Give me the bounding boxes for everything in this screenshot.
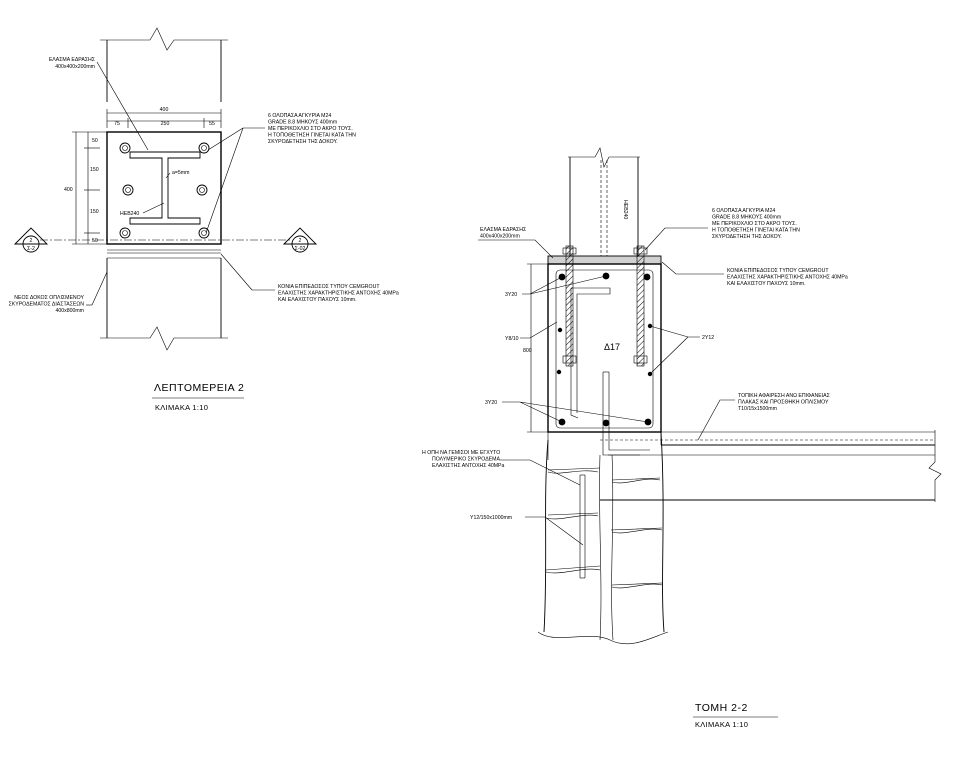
dim-top-left: 75 — [114, 121, 120, 127]
beam-note: ΝΕΟΣ ΔΟΚΟΣ ΟΠΛΙΣΜΕΝΟΥ ΣΚΥΡΟΔΕΜΑΤΟΣ ΔΙΑΣΤ… — [9, 271, 108, 314]
marker-right-num: 2 — [299, 238, 302, 244]
svg-text:ΚΑΙ ΕΛΑΧΙΣΤΟΥ ΠΑΧΟΥΣ 10mm.: ΚΑΙ ΕΛΑΧΙΣΤΟΥ ΠΑΧΟΥΣ 10mm. — [727, 281, 806, 287]
svg-text:2Y12: 2Y12 — [702, 335, 714, 341]
svg-text:400x400x200mm: 400x400x200mm — [480, 234, 520, 240]
section-2-2: HEB240 — [422, 147, 942, 729]
svg-text:6 ΟΛΟΠΑΣΑ ΑΓΚΥΡΙΑ M24: 6 ΟΛΟΠΑΣΑ ΑΓΚΥΡΙΑ M24 — [712, 208, 775, 214]
heb240-section — [129, 151, 201, 225]
svg-text:Η ΤΟΠΟΘΕΤΗΣΗ ΓΙΝΕΤΑΙ ΚΑΤΑ ΤΗΝ: Η ΤΟΠΟΘΕΤΗΣΗ ΓΙΝΕΤΑΙ ΚΑΤΑ ΤΗΝ — [712, 228, 800, 234]
section-title: ΤΟΜΗ 2-2 — [695, 702, 748, 714]
section-marker-left: 2 Σ-2 — [13, 227, 49, 253]
section-plate-note: ΕΛΑΣΜΑ ΕΔΡΑΣΗΣ 400x400x200mm — [478, 227, 554, 259]
top-dimensions: 400 75 250 55 — [106, 107, 222, 128]
marker-left-num: 2 — [30, 238, 33, 244]
dim-left-a: 50 — [92, 138, 98, 144]
side-bars-note: 2Y12 — [649, 325, 714, 375]
svg-text:ΣΚΥΡΟΔΕΤΗΣΗ ΤΗΣ ΔΟΚΟΥ.: ΣΚΥΡΟΔΕΤΗΣΗ ΤΗΣ ΔΟΚΟΥ. — [268, 139, 338, 145]
anchor-bolt — [119, 227, 131, 239]
marker-left-ref: Σ-2 — [27, 246, 35, 252]
heb240-label: HEB240 — [120, 211, 139, 217]
svg-text:GRADE 8.8 ΜΗΚΟΥΣ 400mm: GRADE 8.8 ΜΗΚΟΥΣ 400mm — [268, 120, 337, 126]
svg-text:6 ΟΛΟΠΑΣΑ ΑΓΚΥΡΙΑ M24: 6 ΟΛΟΠΑΣΑ ΑΓΚΥΡΙΑ M24 — [268, 113, 331, 119]
grout-note: ΚΟΝΙΑ ΕΠΙΠΕΔΟΣΟΣ ΤΥΠΟΥ CEMGROUT ΕΛΑΧΙΣΤΗ… — [220, 253, 399, 303]
column-outline — [100, 27, 228, 351]
anchor-bolt — [198, 142, 210, 154]
side-bar — [557, 327, 563, 333]
svg-text:ΕΛΑΧΙΣΤΗΣ ΧΑΡΑΚΤΗΡΙΣΤΙΚΗΣ ΑΝΤΟ: ΕΛΑΧΙΣΤΗΣ ΧΑΡΑΚΤΗΡΙΣΤΙΚΗΣ ΑΝΤΟΧΗΣ 40MPa — [727, 275, 848, 281]
detail-scale: ΚΛΙΜΑΚΑ 1:10 — [155, 403, 208, 412]
weld-label: a=5mm — [172, 170, 189, 176]
section-cut-line: 2 Σ-2 2 Σ-02 — [13, 227, 318, 253]
dim-top-total: 400 — [160, 107, 169, 113]
dim-top-mid: 250 — [161, 121, 170, 127]
height-dim: 800 — [523, 263, 548, 433]
bottom-bars-note: 3Y20 — [485, 400, 649, 423]
slab-note: ΤΟΠΙΚΗ ΑΦΑΙΡΕΣΗ ΑΝΩ ΕΠΙΦΑΝΕΙΑΣ ΠΛΑΚΑΣ ΚΑ… — [697, 393, 830, 441]
anchor-bolt — [196, 184, 208, 196]
dim-top-right: 55 — [209, 121, 215, 127]
svg-text:Y8/10: Y8/10 — [505, 336, 519, 342]
bottom-bar — [602, 419, 610, 427]
section-grout-note: ΚΟΝΙΑ ΕΠΙΠΕΔΟΣΟΣ ΤΥΠΟΥ CEMGROUT ΕΛΑΧΙΣΤΗ… — [661, 261, 848, 287]
svg-text:3Y20: 3Y20 — [505, 292, 517, 298]
svg-text:ΣΚΥΡΟΔΕΤΗΣΗ ΤΗΣ ΔΟΚΟΥ.: ΣΚΥΡΟΔΕΤΗΣΗ ΤΗΣ ΔΟΚΟΥ. — [712, 234, 782, 240]
top-bar — [643, 273, 651, 281]
stirrups-note: Y8/10 — [505, 321, 558, 342]
svg-text:ΕΛΑΣΜΑ ΕΔΡΑΣΗΣ: ΕΛΑΣΜΑ ΕΔΡΑΣΗΣ — [480, 227, 526, 233]
svg-text:ΠΟΛΥΜΕΡΙΚΟ ΣΚΥΡΟΔΕΜΑ: ΠΟΛΥΜΕΡΙΚΟ ΣΚΥΡΟΔΕΜΑ — [432, 457, 500, 463]
anchor-bolt — [122, 184, 134, 196]
dim-left-b: 150 — [90, 167, 99, 173]
svg-text:ΠΛΑΚΑΣ ΚΑΙ ΠΡΟΣΘΗΚΗ ΟΠΛΙΣΜΟΥ: ΠΛΑΚΑΣ ΚΑΙ ΠΡΟΣΘΗΚΗ ΟΠΛΙΣΜΟΥ — [738, 400, 829, 406]
dim-left-d: 50 — [92, 238, 98, 244]
height-label: 800 — [523, 348, 532, 354]
top-bars-note: 3Y20 — [505, 275, 607, 298]
plate-note: ΕΛΑΣΜΑ ΕΔΡΑΣΗΣ 400x400x200mm — [49, 57, 149, 151]
supporting-wall — [537, 431, 669, 645]
svg-text:ΝΕΟΣ ΔΟΚΟΣ ΟΠΛΙΣΜΕΝΟΥ: ΝΕΟΣ ΔΟΚΟΣ ΟΠΛΙΣΜΕΝΟΥ — [14, 295, 84, 301]
beam-id: Δ17 — [604, 342, 620, 352]
detail-2-plan: 400 75 250 55 50 150 400 150 50 — [9, 27, 399, 412]
svg-text:Τ10/15x1500mm: Τ10/15x1500mm — [738, 406, 777, 412]
svg-text:ΜΕ ΠΕΡΙΚΟΧΛΙΟ ΣΤΟ ΑΚΡΟ ΤΟΥΣ.: ΜΕ ΠΕΡΙΚΟΧΛΙΟ ΣΤΟ ΑΚΡΟ ΤΟΥΣ. — [268, 126, 353, 132]
svg-text:Η ΟΠΗ ΝΑ ΓΕΜΙΣΟΙ ΜΕ ΕΓΧΥΤΟ: Η ΟΠΗ ΝΑ ΓΕΜΙΣΟΙ ΜΕ ΕΓΧΥΤΟ — [422, 450, 500, 456]
dowel-note: Y12/150x1000mm — [470, 515, 584, 546]
svg-text:ΣΚΥΡΟΔΕΜΑΤΟΣ ΔΙΑΣΤΑΣΕΩΝ: ΣΚΥΡΟΔΕΜΑΤΟΣ ΔΙΑΣΤΑΣΕΩΝ — [9, 302, 85, 308]
svg-text:ΜΕ ΠΕΡΙΚΟΧΛΙΟ ΣΤΟ ΑΚΡΟ ΤΟΥΣ.: ΜΕ ΠΕΡΙΚΟΧΛΙΟ ΣΤΟ ΑΚΡΟ ΤΟΥΣ. — [712, 221, 797, 227]
svg-text:400x400x200mm: 400x400x200mm — [55, 64, 95, 70]
svg-text:3Y20: 3Y20 — [485, 400, 497, 406]
side-bar — [556, 369, 562, 375]
svg-text:Η ΤΟΠΟΘΕΤΗΣΗ ΓΙΝΕΤΑΙ ΚΑΤΑ ΤΗΝ: Η ΤΟΠΟΘΕΤΗΣΗ ΓΙΝΕΤΑΙ ΚΑΤΑ ΤΗΝ — [268, 133, 356, 139]
svg-text:400x800mm: 400x800mm — [55, 308, 84, 314]
base-plate — [106, 131, 222, 245]
anchor-bolt — [119, 142, 131, 154]
left-dimensions: 50 150 400 150 50 — [64, 131, 107, 245]
section-marker-right: 2 Σ-02 — [282, 227, 318, 253]
svg-text:ΕΛΑΣΜΑ ΕΔΡΑΣΗΣ: ΕΛΑΣΜΑ ΕΔΡΑΣΗΣ — [49, 57, 95, 63]
svg-text:GRADE 8.8 ΜΗΚΟΥΣ 400mm: GRADE 8.8 ΜΗΚΟΥΣ 400mm — [712, 215, 781, 221]
dim-left-c: 150 — [90, 209, 99, 215]
svg-text:Y12/150x1000mm: Y12/150x1000mm — [470, 515, 512, 521]
hole-note: Η ΟΠΗ ΝΑ ΓΕΜΙΣΟΙ ΜΕ ΕΓΧΥΤΟ ΠΟΛΥΜΕΡΙΚΟ ΣΚ… — [422, 450, 581, 486]
anchor-bolt — [198, 227, 210, 239]
detail-title: ΛΕΠΤΟΜΕΡΕΙΑ 2 — [154, 382, 244, 394]
svg-text:ΕΛΑΧΙΣΤΗΣ ΧΑΡΑΚΤΗΡΙΣΤΙΚΗΣ ΑΝΤΟ: ΕΛΑΧΙΣΤΗΣ ΧΑΡΑΚΤΗΡΙΣΤΙΚΗΣ ΑΝΤΟΧΗΣ 40MPa — [278, 291, 399, 297]
svg-text:ΚΑΙ ΕΛΑΧΙΣΤΟΥ ΠΑΧΟΥΣ 10mm.: ΚΑΙ ΕΛΑΧΙΣΤΟΥ ΠΑΧΟΥΣ 10mm. — [278, 297, 357, 303]
section-scale: ΚΛΙΜΑΚΑ 1:10 — [695, 720, 748, 729]
svg-text:ΤΟΠΙΚΗ ΑΦΑΙΡΕΣΗ ΑΝΩ ΕΠΙΦΑΝΕΙΑΣ: ΤΟΠΙΚΗ ΑΦΑΙΡΕΣΗ ΑΝΩ ΕΠΙΦΑΝΕΙΑΣ — [738, 393, 830, 399]
section-anchors-note: 6 ΟΛΟΠΑΣΑ ΑΓΚΥΡΙΑ M24 GRADE 8.8 ΜΗΚΟΥΣ 4… — [644, 208, 800, 251]
column-elevation: HEB240 — [568, 147, 640, 256]
slab — [600, 430, 942, 502]
marker-right-ref: Σ-02 — [295, 246, 306, 252]
anchors-note: 6 ΟΛΟΠΑΣΑ ΑΓΚΥΡΙΑ M24 GRADE 8.8 ΜΗΚΟΥΣ 4… — [205, 113, 356, 234]
dim-left-total: 400 — [64, 187, 73, 193]
anchor-bolts — [119, 142, 210, 239]
svg-text:ΕΛΑΧΙΣΤΗΣ ΑΝΤΟΧΗΣ 40MPa: ΕΛΑΧΙΣΤΗΣ ΑΝΤΟΧΗΣ 40MPa — [432, 463, 504, 469]
column-label: HEB240 — [622, 200, 628, 219]
svg-text:ΚΟΝΙΑ ΕΠΙΠΕΔΟΣΟΣ ΤΥΠΟΥ CEMGROU: ΚΟΝΙΑ ΕΠΙΠΕΔΟΣΟΣ ΤΥΠΟΥ CEMGROUT — [278, 284, 380, 290]
section-anchor-bolts — [562, 245, 648, 367]
svg-text:ΚΟΝΙΑ ΕΠΙΠΕΔΟΣΟΣ ΤΥΠΟΥ CEMGROU: ΚΟΝΙΑ ΕΠΙΠΕΔΟΣΟΣ ΤΥΠΟΥ CEMGROUT — [727, 268, 829, 274]
